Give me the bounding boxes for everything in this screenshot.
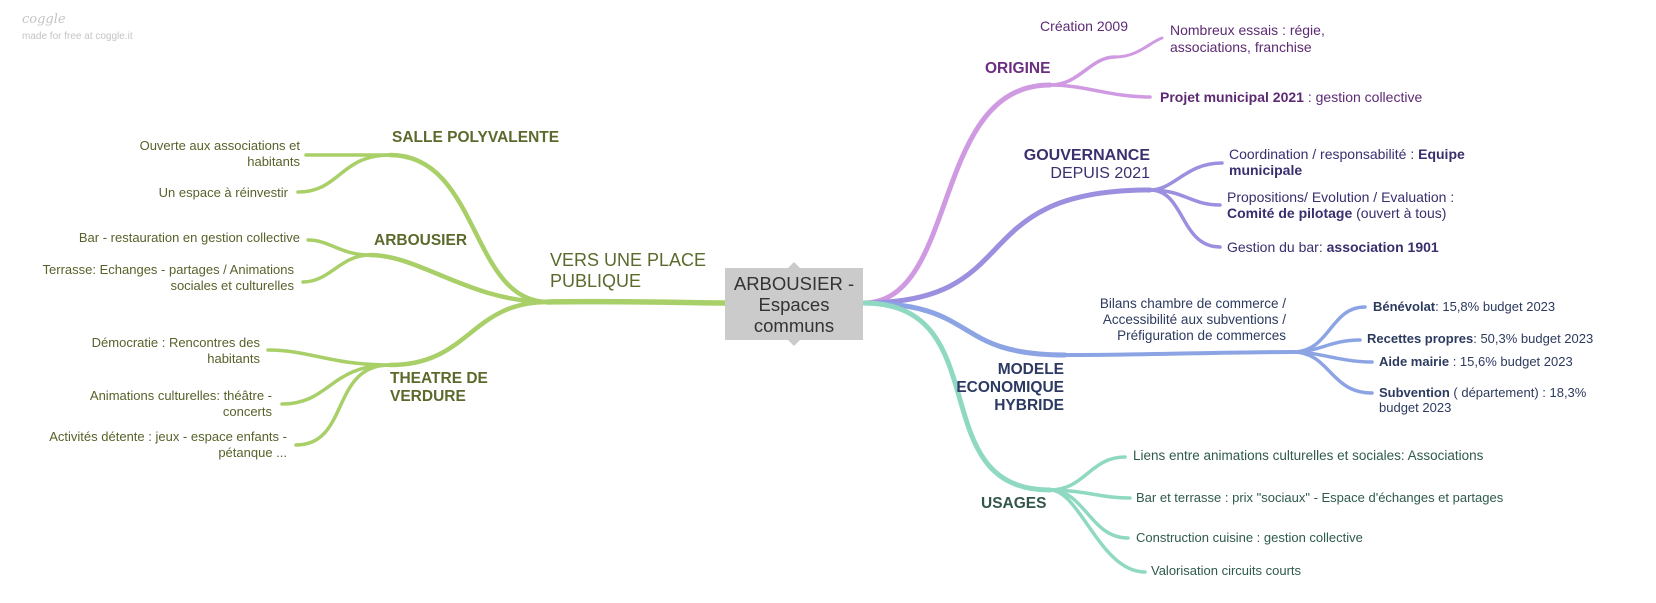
connector-theatre-item-3: [294, 363, 392, 447]
leaf-modele-subvention-bold: Subvention: [1379, 385, 1450, 400]
leaf-usages-cuisine[interactable]: Construction cuisine : gestion collectiv…: [1136, 530, 1363, 545]
node-theatre-de-verdure[interactable]: THEATRE DE VERDURE: [390, 370, 488, 405]
center-bottom-marker[interactable]: [788, 340, 800, 346]
connector-theatre-item-2: [280, 363, 392, 406]
leaf-modele-aide-mairie-bold: Aide mairie: [1379, 354, 1450, 369]
leaf-theatre-item-1[interactable]: Démocratie : Rencontres des habitants: [91, 335, 260, 366]
leaf-origine-projet-rest: : gestion collective: [1303, 89, 1423, 105]
leaf-gouvernance-comite-post: (ouvert à tous): [1352, 205, 1447, 221]
node-origine-creation[interactable]: Création 2009: [1040, 18, 1128, 34]
connector-gouvernance-item-3: [1148, 188, 1222, 249]
coggle-logo: coggle: [22, 12, 66, 27]
leaf-modele-benevolat[interactable]: Bénévolat: 15,8% budget 2023: [1373, 299, 1555, 314]
connector-origine-sub: [1048, 55, 1117, 87]
leaf-gouvernance-coordination[interactable]: Coordination / responsabilité : Equipe m…: [1229, 146, 1479, 178]
leaf-usages-liens[interactable]: Liens entre animations culturelles et so…: [1133, 448, 1484, 463]
node-arbousier[interactable]: ARBOUSIER: [374, 232, 468, 249]
connector-modele-item-2: [1291, 338, 1362, 354]
connector-gouvernance-item-1: [1148, 161, 1224, 192]
node-usages[interactable]: USAGES: [981, 495, 1047, 512]
node-origine[interactable]: ORIGINE: [985, 60, 1051, 77]
leaf-origine-projet-bold: Projet municipal 2021: [1160, 89, 1304, 105]
connector-arbousier-item-1: [306, 238, 372, 257]
node-modele-bilans[interactable]: Bilans chambre de commerce / Accessibili…: [1099, 296, 1286, 343]
node-gouvernance-subtitle: DEPUIS 2021: [1050, 165, 1150, 182]
connector-origine: [860, 82, 1053, 306]
connector-theatre-item-1: [266, 348, 392, 367]
connector-modele-sub: [1063, 350, 1295, 357]
leaf-salle-item-2[interactable]: Un espace à réinvestir: [158, 185, 288, 200]
connector-trunk-left: [545, 298, 728, 306]
leaf-modele-aide-mairie[interactable]: Aide mairie : 15,6% budget 2023: [1379, 354, 1573, 369]
leaf-theatre-item-3[interactable]: Activités détente : jeux - espace enfant…: [49, 429, 287, 460]
leaf-arbousier-item-2[interactable]: Terrasse: Echanges - partages / Animatio…: [42, 262, 294, 293]
leaf-theatre-item-2[interactable]: Animations culturelles: théâtre - concer…: [89, 388, 272, 419]
trunk-left-label[interactable]: VERS UNE PLACE PUBLIQUE: [550, 250, 707, 291]
leaf-gouvernance-bar-text: Gestion du bar:: [1227, 239, 1327, 255]
leaf-modele-recettes-rest: : 50,3% budget 2023: [1473, 331, 1594, 346]
leaf-gouvernance-coordination-bold: Equipe municipale: [1229, 146, 1465, 178]
connector-usages: [860, 300, 1053, 493]
coggle-subtitle: made for free at coggle.it: [22, 31, 133, 42]
leaf-arbousier-item-1[interactable]: Bar - restauration en gestion collective: [78, 230, 300, 245]
central-node-title: ARBOUSIER - Espaces communs: [733, 272, 855, 336]
connector-arbousier-item-2: [301, 253, 372, 284]
connector-usages-item-4: [1048, 488, 1147, 574]
central-node[interactable]: ARBOUSIER - Espaces communs: [725, 268, 863, 340]
leaf-modele-recettes-bold: Recettes propres: [1367, 331, 1474, 346]
leaf-gouvernance-bar[interactable]: Gestion du bar: association 1901: [1227, 239, 1439, 255]
leaf-salle-item-1[interactable]: Ouverte aux associations et habitants: [139, 138, 300, 169]
leaf-modele-benevolat-bold: Bénévolat: [1373, 299, 1436, 314]
connector-usages-item-1: [1048, 455, 1127, 492]
leaf-modele-benevolat-rest: : 15,8% budget 2023: [1435, 299, 1556, 314]
leaf-gouvernance-coordination-text: Coordination / responsabilité :: [1229, 146, 1419, 162]
coggle-watermark: coggle made for free at coggle.it: [22, 12, 133, 42]
node-salle-polyvalente[interactable]: SALLE POLYVALENTE: [392, 129, 560, 146]
connector-modele-item-4: [1291, 350, 1374, 395]
connector-arbousier: [367, 252, 551, 305]
connector-modele: [860, 300, 1068, 358]
leaf-gouvernance-comite-text: Propositions/ Evolution / Evaluation :: [1227, 189, 1455, 205]
leaf-modele-subvention[interactable]: Subvention ( département) : 18,3% budget…: [1379, 385, 1629, 415]
leaf-gouvernance-comite-bold: Comité de pilotage: [1227, 205, 1353, 221]
leaf-origine-essais[interactable]: Nombreux essais : régie, associations, f…: [1170, 22, 1325, 55]
connector-salle-polyvalente: [387, 152, 551, 305]
connector-gouvernance: [860, 187, 1153, 306]
leaf-gouvernance-bar-bold: association 1901: [1326, 239, 1439, 255]
node-gouvernance-title: GOUVERNANCE: [1023, 147, 1150, 164]
connector-origine-item: [1048, 83, 1152, 99]
node-modele-economique[interactable]: MODELE ECONOMIQUE HYBRIDE: [956, 361, 1064, 414]
leaf-modele-subvention-rest: ( département) : 18,3% budget 2023: [1379, 385, 1587, 415]
leaf-usages-circuits[interactable]: Valorisation circuits courts: [1151, 563, 1302, 578]
leaf-modele-aide-mairie-rest: : 15,6% budget 2023: [1449, 354, 1573, 369]
connector-origine-sub-item: [1113, 36, 1164, 59]
connector-salle-item-2: [296, 153, 392, 194]
center-top-marker[interactable]: [788, 262, 800, 268]
leaf-modele-recettes[interactable]: Recettes propres: 50,3% budget 2023: [1367, 331, 1593, 346]
connector-theatre: [387, 299, 551, 368]
leaf-usages-bar-terrasse[interactable]: Bar et terrasse : prix "sociaux" - Espac…: [1136, 490, 1504, 505]
leaf-gouvernance-comite[interactable]: Propositions/ Evolution / Evaluation : C…: [1227, 189, 1477, 221]
leaf-origine-projet[interactable]: Projet municipal 2021 : gestion collecti…: [1160, 89, 1422, 106]
